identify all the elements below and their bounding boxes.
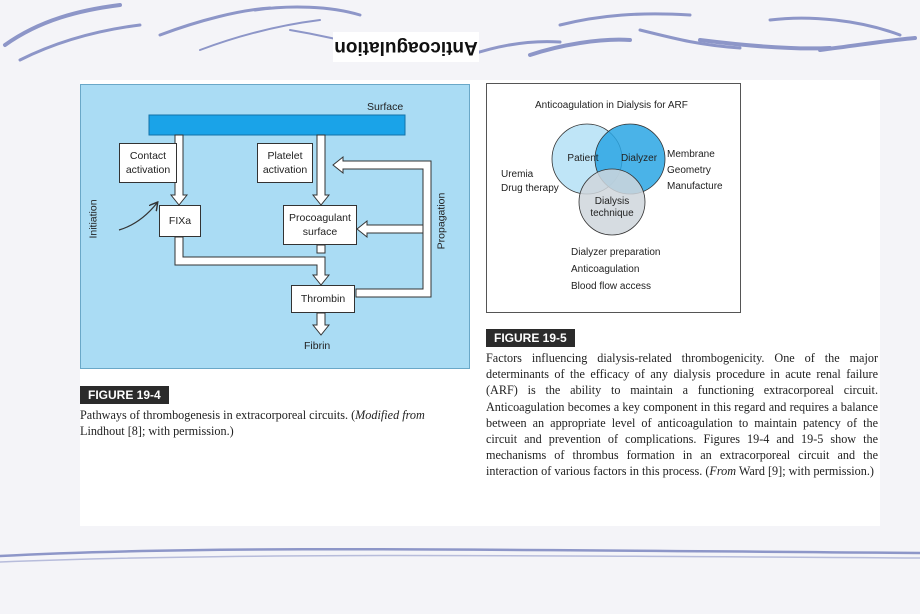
thrombin-node: Thrombin [291, 285, 355, 313]
figure-19-5-diagram-title: Anticoagulation in Dialysis for ARF [535, 100, 688, 111]
technique-factor-2: Anticoagulation [571, 264, 640, 275]
patient-factor-2: Drug therapy [501, 183, 559, 194]
figure-19-4-caption-source: Lindhout [8]; with permission.) [80, 424, 234, 439]
technique-factor-1: Dialyzer preparation [571, 247, 661, 258]
figure-19-5-diagram: Anticoagulation in Dialysis for ARF Pati… [486, 83, 741, 313]
figure-19-4-caption: Pathways of thrombogenesis in extracorpo… [80, 407, 464, 439]
figure-19-4-diagram: Surface Contact activation Platelet acti… [80, 84, 470, 369]
platelet-activation-node: Platelet activation [257, 143, 313, 183]
thrombogenesis-flow-arrows [118, 114, 432, 336]
patient-factor-1: Uremia [501, 169, 534, 180]
dialyzer-factor-3: Manufacture [667, 181, 723, 192]
propagation-label: Propagation [435, 192, 448, 250]
dialyzer-factor-2: Geometry [667, 165, 711, 176]
slide-title: Anticoagulation [333, 32, 479, 62]
initiation-label: Initiation [87, 199, 100, 239]
patient-circle-label: Patient [567, 153, 599, 164]
dialyzer-circle-label: Dialyzer [620, 153, 658, 164]
figure-19-4-caption-emphasis: Modified from [355, 408, 425, 422]
figure-19-5-badge: FIGURE 19-5 [486, 329, 575, 347]
surface-bar [148, 114, 406, 136]
figure-19-4-caption-text: Pathways of thrombogenesis in extracorpo… [80, 408, 356, 422]
figure-19-4-badge: FIGURE 19-4 [80, 386, 169, 404]
contact-activation-node: Contact activation [119, 143, 177, 183]
fixa-node: FIXa [159, 205, 201, 237]
fibrin-label: Fibrin [304, 340, 331, 352]
figure-19-5-caption: Factors influencing dialysis-related thr… [486, 350, 878, 480]
figure-19-5-caption-text: Factors influencing dialysis-related thr… [486, 351, 878, 479]
figure-19-5-caption-source: Ward [9]; with permission.) [736, 464, 874, 479]
dialysis-technique-circle [578, 168, 646, 236]
surface-label: Surface [367, 101, 404, 113]
figure-19-5-caption-emphasis: From [709, 464, 737, 479]
technique-factor-3: Blood flow access [571, 281, 652, 292]
dialysis-technique-circle-label: Dialysis technique [590, 196, 634, 219]
venn-circles [551, 123, 666, 236]
procoagulant-surface-node: Procoagulant surface [283, 205, 357, 245]
dialyzer-factor-1: Membrane [667, 149, 715, 160]
